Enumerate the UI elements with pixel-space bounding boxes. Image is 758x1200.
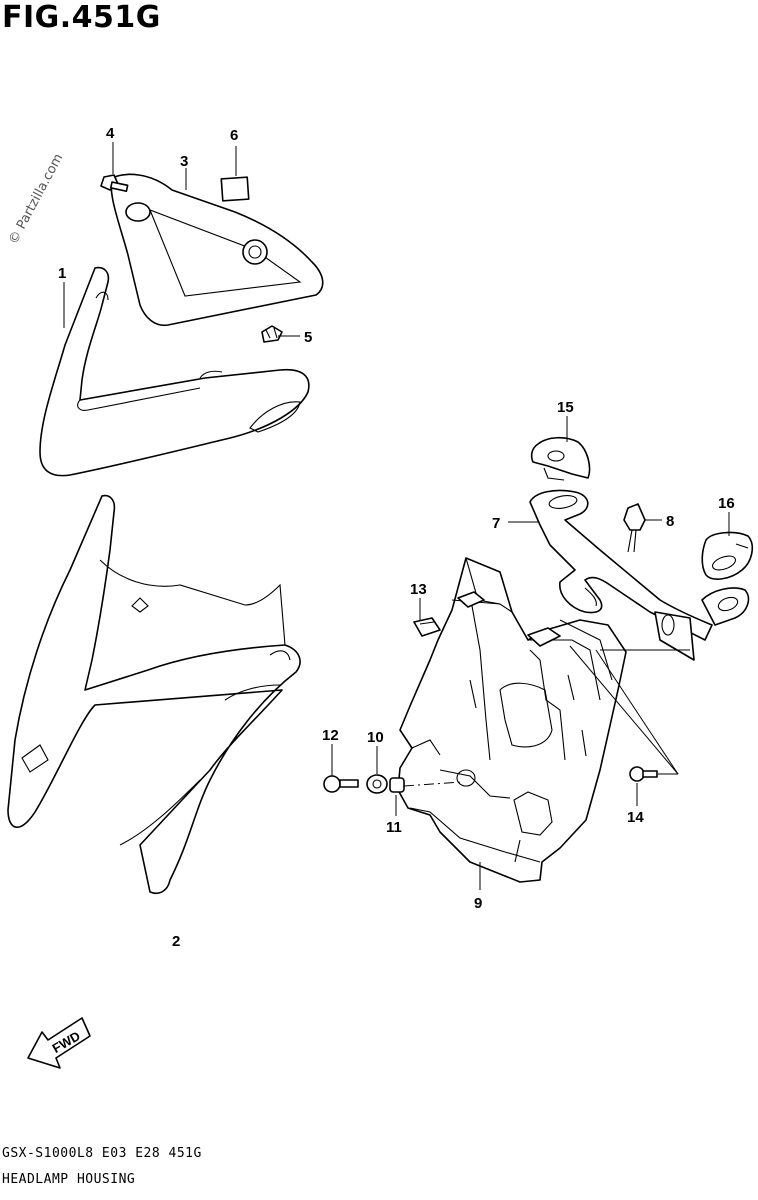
- part-2-side-cowl[interactable]: [7, 494, 301, 895]
- part-1-headlamp-cowl[interactable]: [39, 266, 310, 477]
- leader-lines: [63, 142, 730, 890]
- callout-6: 6: [230, 127, 238, 144]
- part-12-screw[interactable]: [323, 775, 359, 793]
- part-13-nut[interactable]: [413, 617, 441, 637]
- part-8-grommet[interactable]: [623, 503, 646, 553]
- callout-4: 4: [106, 125, 115, 142]
- part-10-grommet[interactable]: [366, 774, 388, 794]
- part-15-bracket[interactable]: [530, 436, 591, 481]
- fwd-arrow: FWD: [27, 1017, 91, 1069]
- callout-numbers: 4 6 3 1 5 15 7 8 16 13 12 10 11 14 9 2: [58, 125, 735, 950]
- part-9-headlamp-housing[interactable]: [397, 557, 627, 883]
- part-3-upper-cover[interactable]: [110, 173, 324, 327]
- callout-16: 16: [718, 495, 735, 512]
- callout-7: 7: [492, 515, 500, 532]
- callout-3: 3: [180, 153, 188, 170]
- callout-12: 12: [322, 727, 339, 744]
- model-code: GSX-S1000L8 E03 E28 451G: [2, 1146, 202, 1161]
- callout-10: 10: [367, 729, 384, 746]
- callout-13: 13: [410, 581, 427, 598]
- part-7-stay[interactable]: [529, 489, 750, 661]
- callout-5: 5: [304, 329, 312, 346]
- callout-2: 2: [172, 933, 180, 950]
- part-14-screw[interactable]: [629, 766, 658, 782]
- part-16-bracket[interactable]: [701, 531, 754, 580]
- part-5-clip-nut[interactable]: [261, 325, 283, 343]
- callout-9: 9: [474, 895, 482, 912]
- callout-8: 8: [666, 513, 674, 530]
- callout-11: 11: [386, 819, 402, 836]
- part-11-collar[interactable]: [389, 777, 405, 793]
- callout-14: 14: [627, 809, 644, 826]
- part-6-label[interactable]: [220, 176, 250, 202]
- callout-1: 1: [58, 265, 66, 282]
- section-title: HEADLAMP HOUSING: [2, 1172, 136, 1187]
- part-4-bolt[interactable]: [100, 174, 129, 192]
- figure-title: FIG.451G: [2, 0, 161, 35]
- callout-15: 15: [557, 399, 574, 416]
